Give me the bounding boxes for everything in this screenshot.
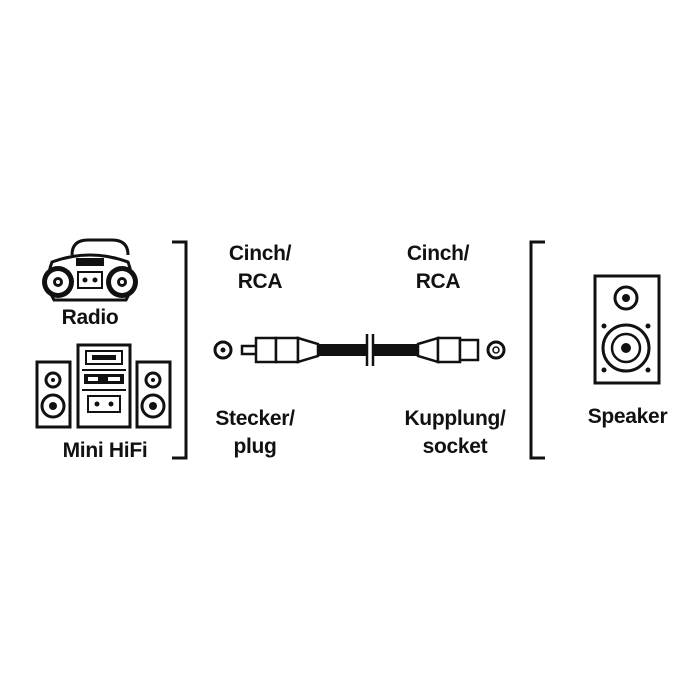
rca-socket-icon xyxy=(416,336,506,364)
right-bracket xyxy=(529,240,545,460)
socket-gender-line1: Kupplung/ xyxy=(404,407,506,430)
socket-type-line2: RCA xyxy=(415,270,461,293)
plug-gender-line1: Stecker/ xyxy=(215,407,295,430)
hifi-right-speaker xyxy=(135,360,172,429)
speaker-icon xyxy=(593,274,661,385)
left-bracket xyxy=(172,240,188,460)
plug-gender-label: Stecker/ plug xyxy=(200,405,310,461)
socket-gender-line2: socket xyxy=(422,435,488,458)
hifi-center-unit xyxy=(76,343,132,429)
hifi-left-speaker xyxy=(35,360,72,429)
cable-icon xyxy=(213,334,506,366)
plug-type-label: Cinch/ RCA xyxy=(210,240,310,296)
plug-gender-line2: plug xyxy=(233,435,277,458)
speaker-label: Speaker xyxy=(587,405,668,428)
rca-plug-icon xyxy=(213,336,320,364)
socket-gender-label: Kupplung/ socket xyxy=(390,405,520,461)
socket-type-label: Cinch/ RCA xyxy=(388,240,488,296)
radio-icon xyxy=(42,238,138,302)
socket-type-line1: Cinch/ xyxy=(406,242,470,265)
radio-label: Radio xyxy=(61,306,119,329)
mini-hifi-icon xyxy=(35,343,172,429)
mini-hifi-label: Mini HiFi xyxy=(62,439,148,462)
plug-type-line2: RCA xyxy=(237,270,283,293)
plug-type-line1: Cinch/ xyxy=(228,242,292,265)
